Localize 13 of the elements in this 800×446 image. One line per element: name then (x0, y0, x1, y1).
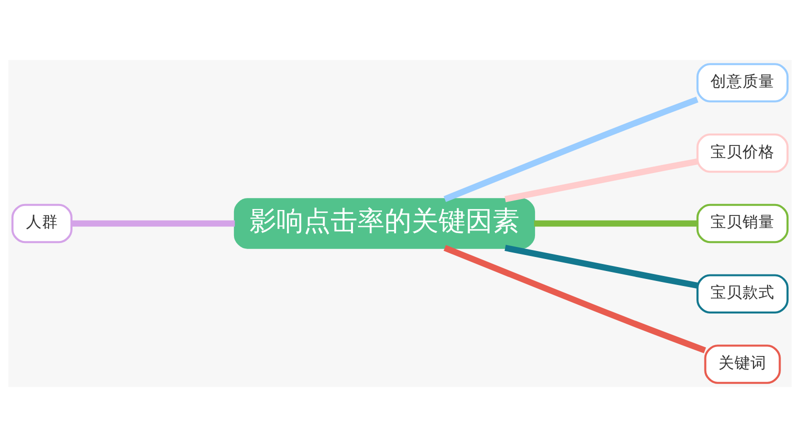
node-box: 关键词 (704, 344, 781, 384)
node-box: 创意质量 (696, 62, 789, 102)
node-box: 影响点击率的关键因素 (234, 198, 536, 248)
connector (444, 244, 706, 353)
connector (444, 96, 698, 202)
connector (534, 220, 698, 226)
node-box: 人群 (11, 203, 72, 243)
connector (504, 244, 698, 288)
node-box: 宝贝价格 (696, 132, 789, 172)
node-box: 宝贝销量 (696, 203, 789, 243)
node-box: 宝贝款式 (696, 274, 789, 314)
connector (72, 220, 235, 226)
connector (504, 158, 698, 202)
